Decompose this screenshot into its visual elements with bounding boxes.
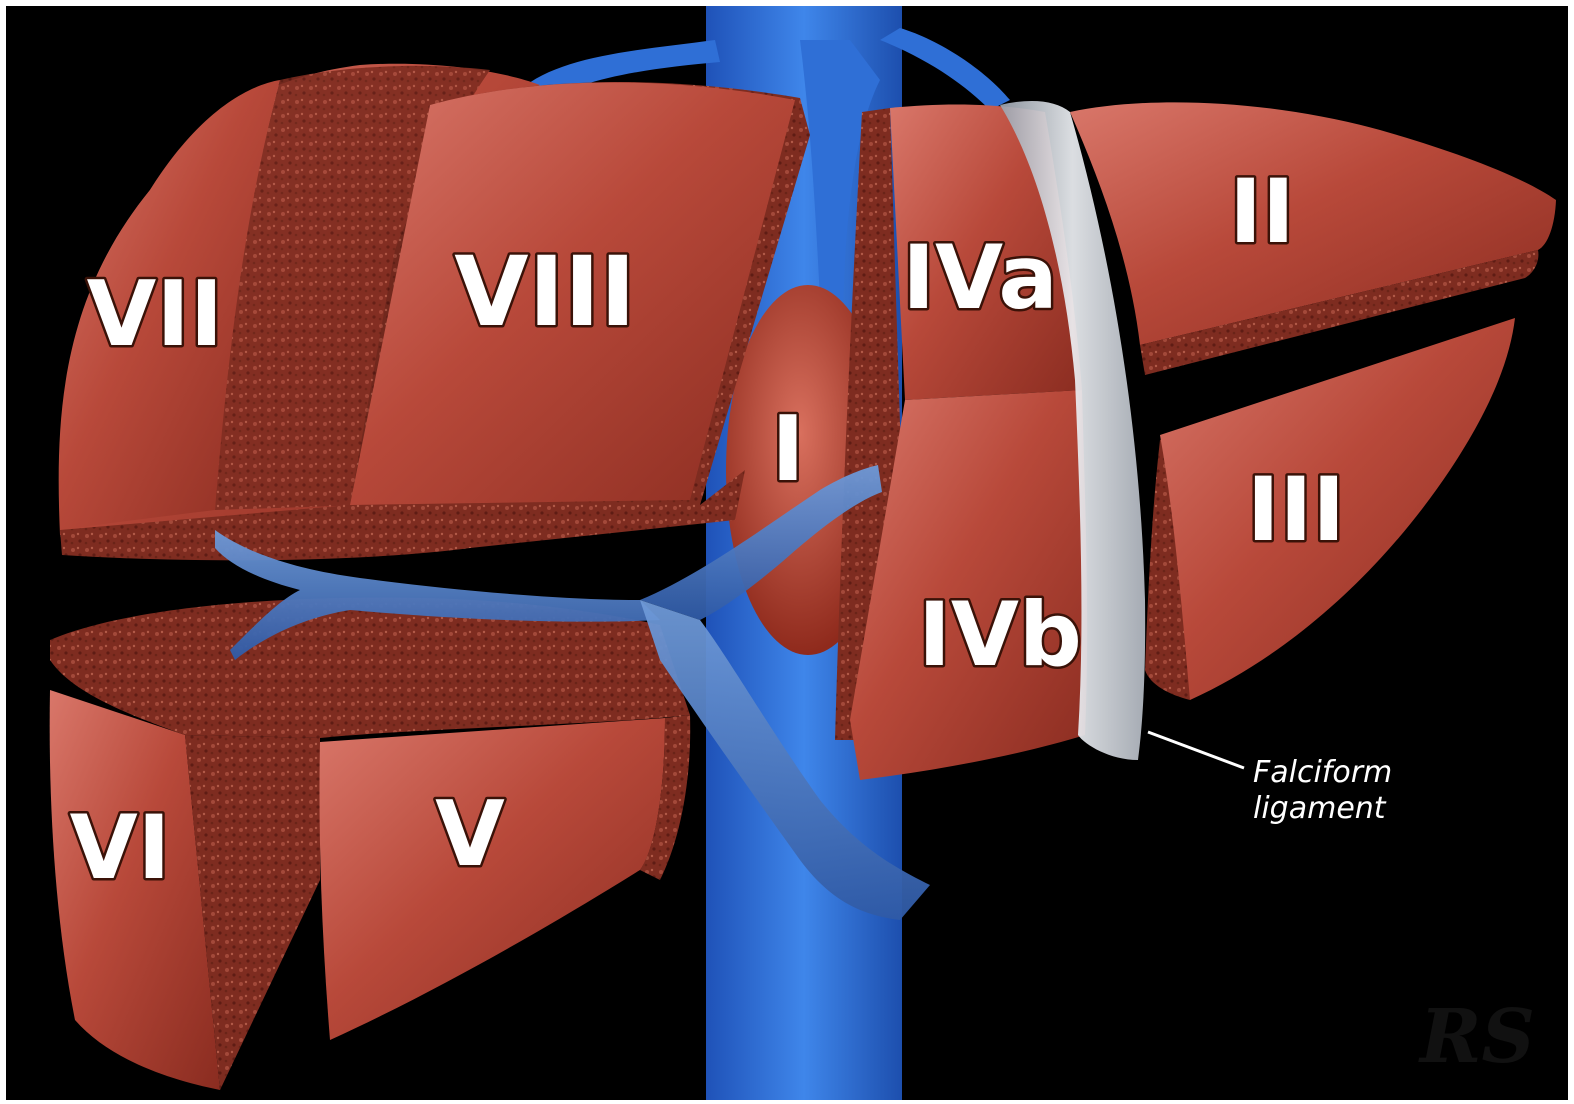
falciform-callout-line2: ligament <box>1253 791 1387 826</box>
label-segment-III: III <box>1247 458 1345 561</box>
label-segment-V: V <box>435 782 505 887</box>
label-segment-I: I <box>771 397 805 502</box>
label-segment-II: II <box>1229 160 1294 263</box>
label-segment-VIII: VIII <box>454 236 635 348</box>
label-segment-VII: VII <box>87 262 224 367</box>
label-segment-VI: VI <box>70 796 171 899</box>
falciform-callout-line1: Falciform <box>1253 755 1392 790</box>
label-segment-IVb: IVb <box>918 583 1082 686</box>
artist-signature: RS <box>1418 994 1535 1080</box>
label-segment-IVa: IVa <box>902 226 1057 329</box>
